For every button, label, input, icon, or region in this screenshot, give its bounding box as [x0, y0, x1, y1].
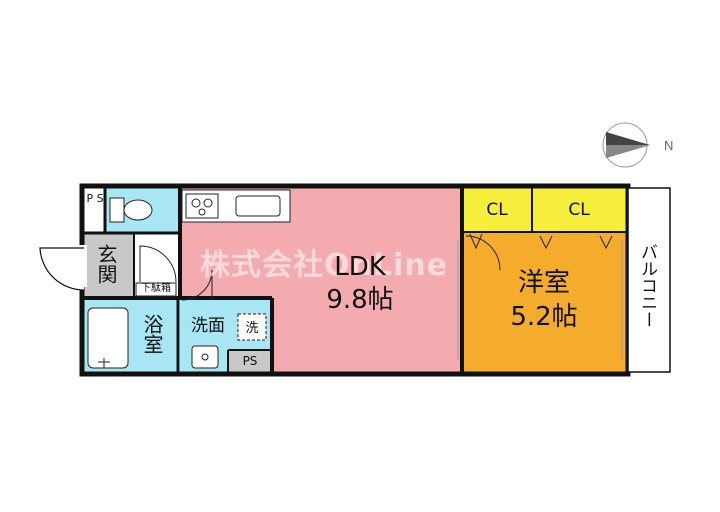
- western-room-name: 洋室: [517, 268, 570, 298]
- balcony-area: [627, 187, 671, 373]
- sink: [235, 195, 281, 217]
- entrance-area: [84, 233, 134, 296]
- toilet-icon: [123, 199, 153, 221]
- western-room-size: 5.2帖: [510, 302, 578, 332]
- hallway-area: [134, 233, 180, 281]
- stove: [185, 193, 219, 219]
- closet-left-label: CL: [486, 200, 508, 220]
- washer-label: 洗: [245, 321, 259, 336]
- ldk-size: 9.8帖: [326, 285, 394, 315]
- ldk-name: LDK: [334, 252, 386, 282]
- entrance-label: 玄関: [94, 244, 118, 284]
- compass-north-label: N: [664, 138, 674, 153]
- door-swing-western: [465, 235, 501, 271]
- washer-space: [237, 313, 267, 341]
- bathroom-label: 浴室: [140, 314, 164, 354]
- bathtub: [87, 307, 129, 369]
- ps-top-area: [84, 188, 105, 233]
- watermark-text: 株式会社OnLine: [200, 248, 448, 283]
- ps-top-label: P S: [86, 192, 104, 205]
- ps-bottom-label: PS: [242, 354, 258, 368]
- closet-left-area: [462, 188, 532, 232]
- closet-right-label: CL: [568, 200, 590, 220]
- closet-right-area: [532, 188, 626, 232]
- shoe-box-label: 下駄箱: [141, 283, 171, 294]
- balcony-label: バルコニー: [637, 242, 657, 328]
- door-swing-hall: [139, 245, 177, 283]
- shoe-box: [135, 282, 177, 297]
- ps-bottom-area: [228, 350, 272, 372]
- washroom-label: 洗面: [191, 316, 225, 336]
- compass-icon: [602, 122, 650, 168]
- wash-basin: [191, 345, 219, 369]
